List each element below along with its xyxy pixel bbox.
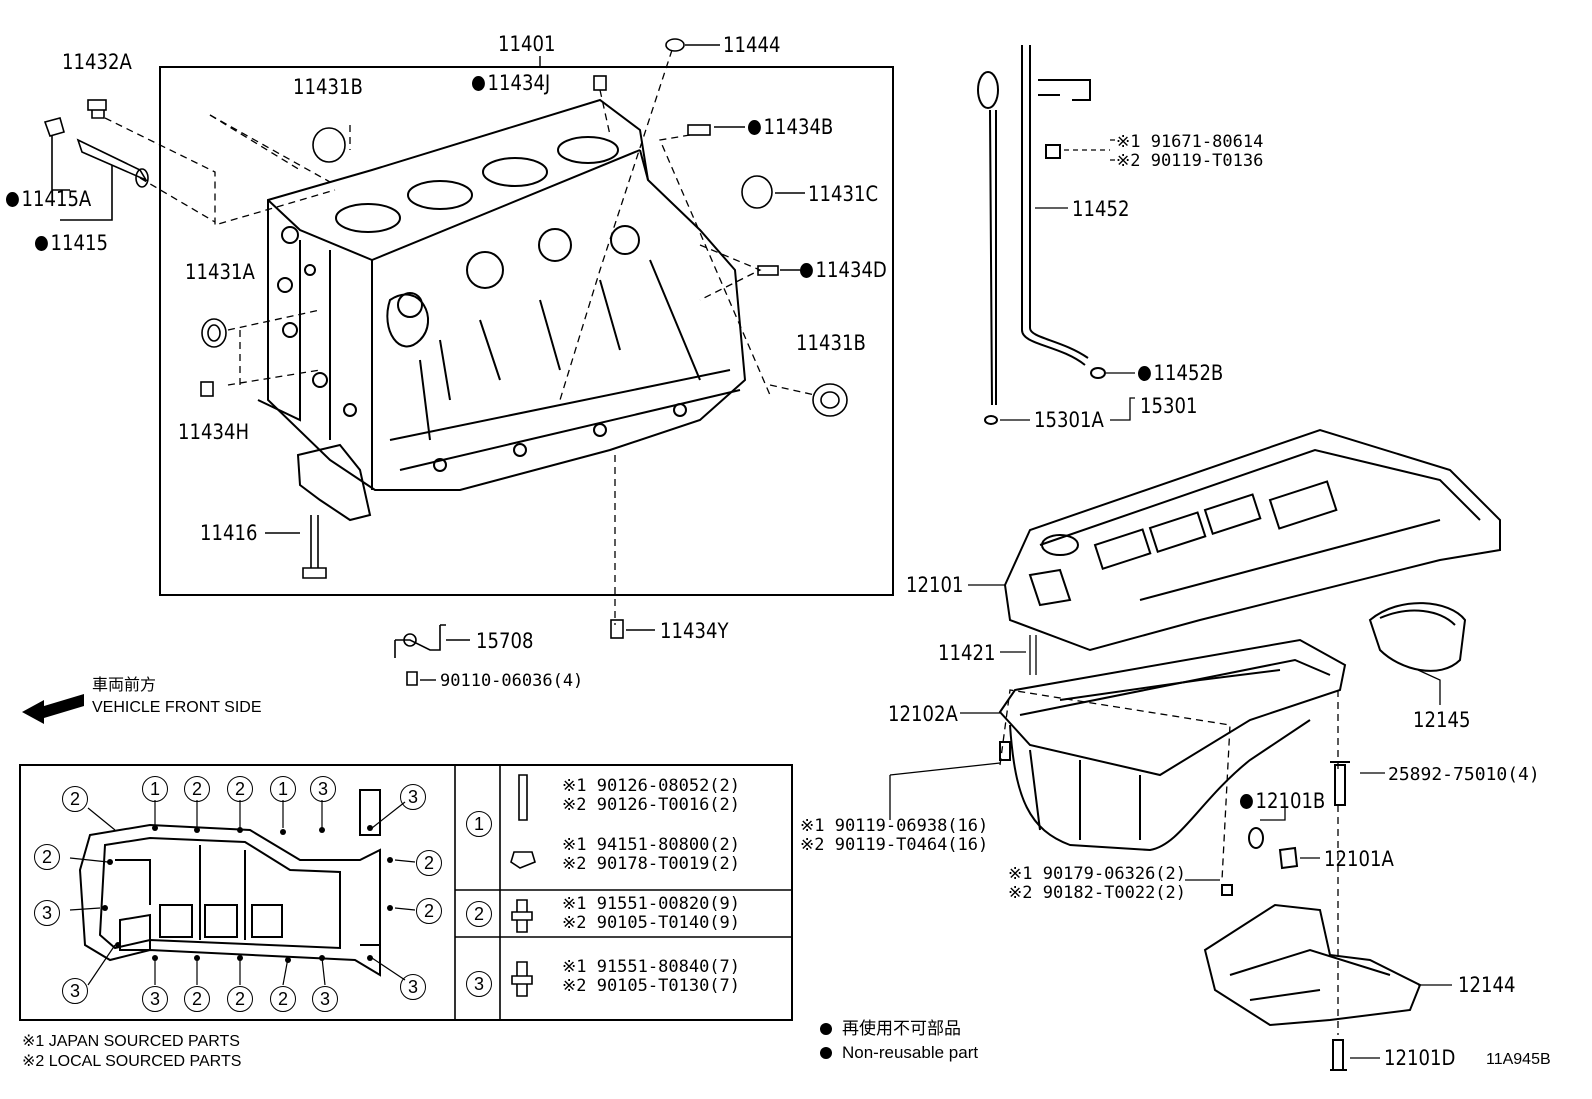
callout-circle: 2 xyxy=(270,986,296,1012)
callout-circle: 3 xyxy=(400,974,426,1000)
part-11452B-label: 11452B xyxy=(1138,361,1223,385)
part-11431A-label: 11431A xyxy=(185,260,255,284)
part-25892-label: 25892-75010(4) xyxy=(1388,764,1540,785)
part-11415A-label: 11415A xyxy=(6,187,91,211)
callout-circle: 1 xyxy=(270,776,296,802)
small-parts xyxy=(43,38,848,686)
front-arrow xyxy=(22,694,84,724)
table-bolt-icons xyxy=(510,774,536,997)
legend-en: Non-reusable part xyxy=(842,1043,979,1062)
part-11434D-label: 11434D xyxy=(800,258,886,282)
pan-nut-line2: ※2 90182-T0022(2) xyxy=(1008,883,1187,903)
part-12101B-label: 12101B xyxy=(1240,789,1325,813)
block-leader-lines xyxy=(104,49,816,625)
table-key-1: 1 xyxy=(466,811,492,837)
callout-circle: 2 xyxy=(184,986,210,1012)
part-11432A-label: 11432A xyxy=(62,50,132,74)
callout-circle: 2 xyxy=(416,850,442,876)
part-11431B-top-label: 11431B xyxy=(293,75,363,99)
part-12101D-label: 12101D xyxy=(1384,1046,1456,1070)
part-15301-label: 15301 xyxy=(1140,394,1198,418)
bolt-pattern-frame xyxy=(19,764,793,1021)
part-90110-label: 90110-06036(4) xyxy=(440,671,584,691)
bolt-holes xyxy=(102,825,393,963)
part-11452-label: 11452 xyxy=(1072,197,1130,221)
callout-circle: 2 xyxy=(184,776,210,802)
part-12145-label: 12145 xyxy=(1413,708,1471,732)
callout-circle: 2 xyxy=(416,898,442,924)
part-11434J-label: 11434J xyxy=(472,71,550,95)
part-12102A-label: 12102A xyxy=(888,702,958,726)
pan-dashed xyxy=(999,689,1339,1035)
callout-circle: 3 xyxy=(62,978,88,1004)
part-11416-label: 11416 xyxy=(200,521,258,545)
part-12101-label: 12101 xyxy=(906,573,964,597)
part-11431C-label: 11431C xyxy=(808,182,879,206)
label-leaders xyxy=(265,44,805,681)
legend-dot-jp xyxy=(820,1023,832,1035)
callout-circle: 3 xyxy=(310,776,336,802)
table-row-2-line2: ※2 90105-T0140(9) xyxy=(562,913,741,933)
pan-bolt-line2: ※2 90119-T0464(16) xyxy=(800,835,989,855)
table-row-3-line1: ※1 91551-80840(7) xyxy=(562,957,741,977)
part-11434H-label: 11434H xyxy=(178,420,250,444)
part-11444-label: 11444 xyxy=(723,33,781,57)
part-12101A-label: 12101A xyxy=(1324,847,1394,871)
legend-dot-en xyxy=(820,1047,832,1059)
callout-circle: 3 xyxy=(142,986,168,1012)
callout-circle: 3 xyxy=(312,986,338,1012)
table-row-1a-line2: ※2 90126-T0016(2) xyxy=(562,795,741,815)
engine-block-drawing xyxy=(257,98,747,522)
engine-block-frame xyxy=(159,66,894,596)
part-15301A-label: 15301A xyxy=(1034,408,1104,432)
footnote-japan: ※1 JAPAN SOURCED PARTS xyxy=(22,1033,240,1050)
dipstick-bolt-line1: ※1 91671-80614 xyxy=(1116,132,1264,152)
dipstick-leaders xyxy=(1000,139,1135,421)
callout-circle: 2 xyxy=(62,786,88,812)
callout-circle: 3 xyxy=(34,900,60,926)
part-11415-label: 11415 xyxy=(35,231,107,255)
part-11401-label: 11401 xyxy=(498,32,556,56)
table-key-3: 3 xyxy=(466,971,492,997)
part-15708-label: 15708 xyxy=(476,629,534,653)
pan-bolt-line1: ※1 90119-06938(16) xyxy=(800,816,989,836)
part-11431B-right-label: 11431B xyxy=(796,331,866,355)
callout-circle: 2 xyxy=(34,844,60,870)
footnote-local: ※2 LOCAL SOURCED PARTS xyxy=(22,1053,242,1070)
part-11434B-label: 11434B xyxy=(748,115,833,139)
table-row-1b-line1: ※1 94151-80800(2) xyxy=(562,835,741,855)
callout-circle: 2 xyxy=(227,776,253,802)
front-side-jp: 車両前方 xyxy=(92,677,157,694)
callout-circle: 1 xyxy=(142,776,168,802)
callout-circle: 2 xyxy=(227,986,253,1012)
pan-nut-line1: ※1 90179-06326(2) xyxy=(1008,864,1187,884)
part-11434Y-label: 11434Y xyxy=(660,619,729,643)
table-key-2: 2 xyxy=(466,901,492,927)
part-11421-label: 11421 xyxy=(938,641,996,665)
callout-circle: 3 xyxy=(400,784,426,810)
table-row-3-line2: ※2 90105-T0130(7) xyxy=(562,976,741,996)
front-side-en: VEHICLE FRONT SIDE xyxy=(92,699,262,716)
part-12144-label: 12144 xyxy=(1458,973,1516,997)
table-row-2-line1: ※1 91551-00820(9) xyxy=(562,894,741,914)
callout-leaders xyxy=(69,800,416,986)
upper-oil-pan-drawing xyxy=(1003,428,1501,652)
dipstick-assembly xyxy=(977,45,1106,425)
reference-code: 11A945B xyxy=(1486,1051,1551,1068)
pan-outline-drawing xyxy=(78,789,381,977)
table-row-1b-line2: ※2 90178-T0019(2) xyxy=(562,854,741,874)
dipstick-bolt-line2: ※2 90119-T0136 xyxy=(1116,151,1264,171)
lower-oil-pan-drawing xyxy=(998,638,1347,852)
table-row-1a-line1: ※1 90126-08052(2) xyxy=(562,776,741,796)
lower-parts-drawing xyxy=(999,602,1467,1071)
legend-jp: 再使用不可部品 xyxy=(842,1019,961,1038)
